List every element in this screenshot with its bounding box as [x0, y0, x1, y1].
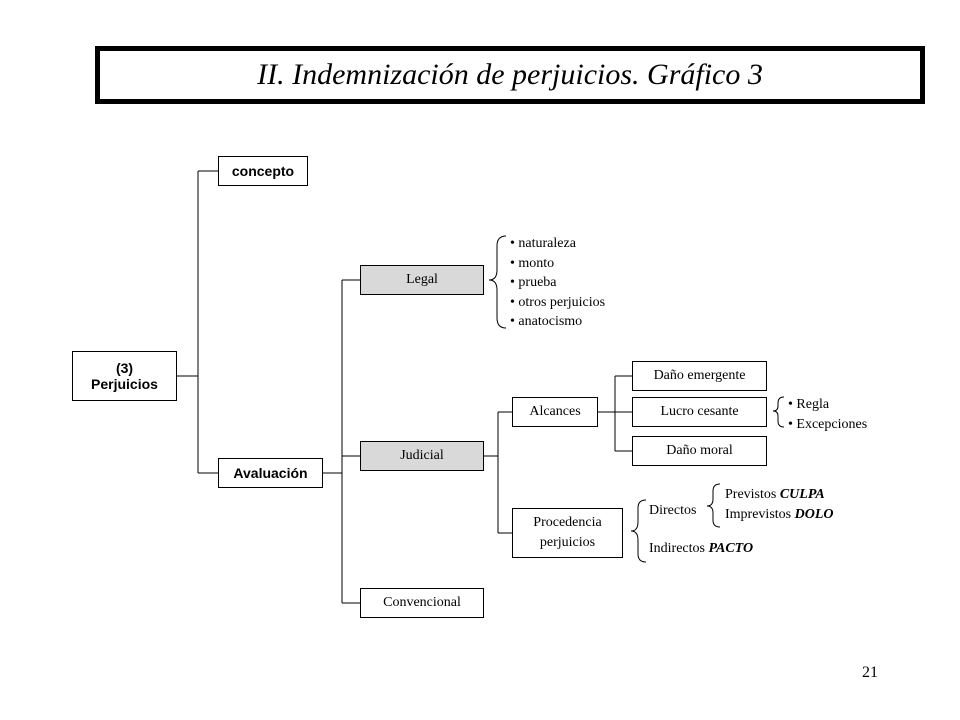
dano-moral-label: Daño moral: [666, 443, 733, 458]
brace-lucro: [772, 396, 785, 428]
lucro-items-list: Regla Excepciones: [788, 395, 867, 435]
perjuicios-number: (3): [115, 360, 134, 376]
page-number: 21: [862, 664, 878, 681]
convencional-box: Convencional: [360, 588, 484, 618]
concepto-box: concepto: [218, 156, 308, 186]
directos-label: Directos: [649, 503, 697, 518]
legal-box: Legal: [360, 265, 484, 295]
previstos-emph: CULPA: [779, 487, 825, 502]
avaluacion-label: Avaluación: [233, 465, 308, 481]
dano-emergente-label: Daño emergente: [653, 368, 746, 383]
judicial-label: Judicial: [400, 448, 444, 463]
lucro-cesante-label: Lucro cesante: [660, 404, 739, 419]
title-box: II. Indemnización de perjuicios. Gráfico…: [95, 46, 925, 104]
lucro-cesante-box: Lucro cesante: [632, 397, 767, 427]
perjuicios-label: Perjuicios: [91, 376, 158, 392]
procedencia-box: Procedencia perjuicios: [512, 508, 623, 558]
list-item: naturaleza: [510, 234, 605, 254]
brace-directos: [706, 483, 721, 528]
imprevistos-emph: DOLO: [794, 507, 834, 522]
alcances-label: Alcances: [529, 404, 581, 419]
legal-label: Legal: [406, 272, 438, 287]
procedencia-line1: Procedencia: [533, 515, 602, 530]
list-item: otros perjuicios: [510, 293, 605, 313]
procedencia-line2: perjuicios: [539, 535, 596, 550]
imprevistos-label: Imprevistos DOLO: [725, 507, 834, 523]
alcances-box: Alcances: [512, 397, 598, 427]
brace-procedencia: [630, 499, 647, 563]
judicial-box: Judicial: [360, 441, 484, 471]
previstos-prefix: Previstos: [725, 487, 780, 502]
list-item: Regla: [788, 395, 867, 415]
avaluacion-box: Avaluación: [218, 458, 323, 488]
indirectos-emph: PACTO: [708, 541, 754, 556]
previstos-label: Previstos CULPA: [725, 487, 825, 503]
page-title: II. Indemnización de perjuicios. Gráfico…: [257, 58, 763, 91]
indirectos-prefix: Indirectos: [649, 541, 709, 556]
imprevistos-prefix: Imprevistos: [725, 507, 795, 522]
convencional-label: Convencional: [383, 595, 461, 610]
indirectos-label: Indirectos PACTO: [649, 541, 753, 557]
concepto-label: concepto: [231, 163, 295, 179]
list-item: anatocismo: [510, 312, 605, 332]
list-item: monto: [510, 254, 605, 274]
brace-legal: [488, 235, 507, 329]
dano-moral-box: Daño moral: [632, 436, 767, 466]
dano-emergente-box: Daño emergente: [632, 361, 767, 391]
list-item: Excepciones: [788, 415, 867, 435]
perjuicios-box: (3) Perjuicios: [72, 351, 177, 401]
list-item: prueba: [510, 273, 605, 293]
legal-items-list: naturaleza monto prueba otros perjuicios…: [510, 234, 605, 332]
